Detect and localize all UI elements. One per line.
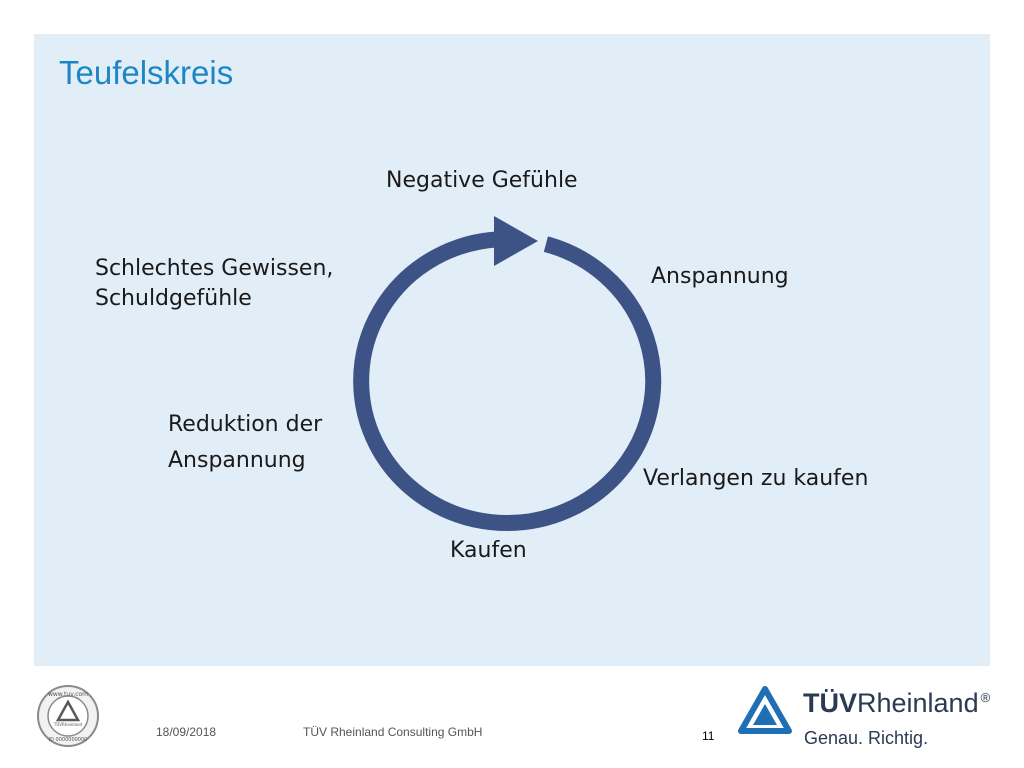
footer-date: 18/09/2018 (156, 725, 217, 739)
stage-tension: Anspannung (651, 262, 789, 292)
cycle-arrow-ring (353, 231, 662, 532)
page-number: 11 (702, 729, 715, 743)
seal-url: www.tuv.com (48, 691, 88, 698)
footer-company: TÜV Rheinland Consulting GmbH (303, 725, 483, 739)
stage-guilty-conscience-line-2: Schuldgefühle (95, 286, 252, 311)
seal-brand: TÜVRheinland (53, 722, 83, 727)
tuv-rheinland-logo: TÜVRheinland® Genau. Richtig. (738, 684, 1018, 756)
stage-tension-reduction: Reduktion der Anspannung (168, 407, 322, 479)
stage-urge-to-buy-line: Verlangen zu kaufen (643, 466, 869, 491)
seal-id: ID 0000000000 (49, 737, 88, 743)
stage-tension-reduction-line-1: Reduktion der (168, 412, 323, 437)
stage-tension-reduction-line-2: Anspannung (168, 448, 306, 473)
logo-brand-regular: Rheinland (857, 688, 979, 718)
cycle-arrow-head (494, 216, 538, 266)
slide-panel (34, 34, 990, 666)
stage-urge-to-buy: Verlangen zu kaufen (643, 464, 868, 494)
logo-registered-mark: ® (980, 690, 991, 705)
stage-negative-feelings-line: Negative Gefühle (386, 168, 578, 193)
stage-tension-line: Anspannung (651, 264, 789, 289)
slide-title: Teufelskreis (59, 54, 234, 91)
stage-guilty-conscience: Schlechtes Gewissen, Schuldgefühle (95, 254, 333, 314)
stage-buying: Kaufen (450, 536, 527, 566)
logo-brand-bold: TÜV (803, 688, 857, 718)
stage-guilty-conscience-line-1: Schlechtes Gewissen, (95, 256, 334, 281)
logo-slogan: Genau. Richtig. (804, 728, 929, 748)
logo-wordmark: TÜVRheinland® (803, 688, 990, 719)
tuv-certification-seal: www.tuv.com TÜVRheinland ID 0000000000 (37, 685, 99, 747)
tuv-triangle-icon (738, 686, 792, 734)
stage-buying-line: Kaufen (450, 538, 527, 563)
stage-negative-feelings: Negative Gefühle (386, 166, 578, 196)
